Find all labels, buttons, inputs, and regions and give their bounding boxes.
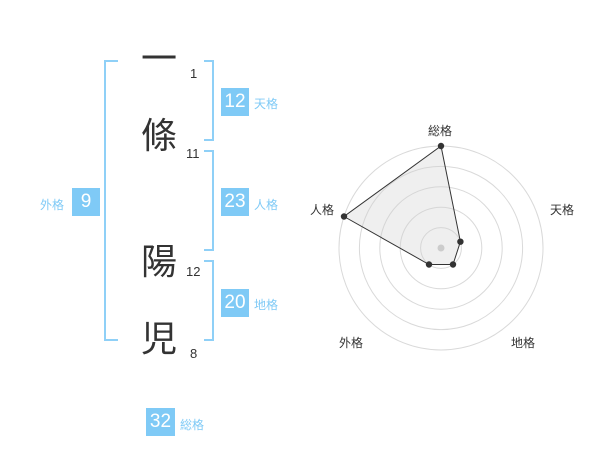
radar-ring xyxy=(379,186,503,310)
radar-axis-label-gaikaku: 外格 xyxy=(339,336,364,350)
name-char-1: 一 xyxy=(141,39,178,80)
stroke-count-3: 12 xyxy=(186,264,201,279)
radar-point-4 xyxy=(340,213,348,220)
gaikaku-bracket xyxy=(104,60,118,341)
radar-point-1 xyxy=(457,238,464,245)
stroke-count-1: 1 xyxy=(190,66,198,81)
soukaku-label: 総格 xyxy=(180,418,205,432)
name-char-4: 児 xyxy=(141,319,178,360)
tenkaku-bracket xyxy=(204,60,214,141)
radar-ring xyxy=(420,227,462,269)
radar-center-dot xyxy=(437,244,445,252)
radar-axis-label-soukaku: 総格 xyxy=(428,124,453,138)
radar-ring xyxy=(358,165,524,331)
gaikaku-label: 外格 xyxy=(40,198,65,212)
jinkaku-value: 23 xyxy=(221,188,249,216)
soukaku-value: 32 xyxy=(146,408,175,436)
radar-data-area xyxy=(343,145,461,265)
tenkaku-value: 12 xyxy=(221,88,249,116)
chikaku-label: 地格 xyxy=(254,298,279,312)
stroke-count-4: 8 xyxy=(190,346,198,361)
radar-point-0 xyxy=(437,142,445,150)
gaikaku-value: 9 xyxy=(72,188,100,216)
radar-point-3 xyxy=(425,261,433,268)
tenkaku-label: 天格 xyxy=(254,97,279,111)
jinkaku-label: 人格 xyxy=(254,198,279,212)
radar-axis-label-jinkaku: 人格 xyxy=(310,203,335,217)
radar-points xyxy=(340,142,464,268)
stroke-count-2: 11 xyxy=(186,146,200,161)
chikaku-bracket xyxy=(204,260,214,341)
jinkaku-bracket xyxy=(204,150,214,251)
name-char-3: 陽 xyxy=(141,242,178,283)
name-char-2: 條 xyxy=(141,116,178,157)
radar-point-2 xyxy=(449,261,457,268)
chikaku-value: 20 xyxy=(221,289,249,317)
radar-axis-label-chikaku: 地格 xyxy=(511,336,536,350)
radar-axis-label-tenkaku: 天格 xyxy=(550,203,575,217)
